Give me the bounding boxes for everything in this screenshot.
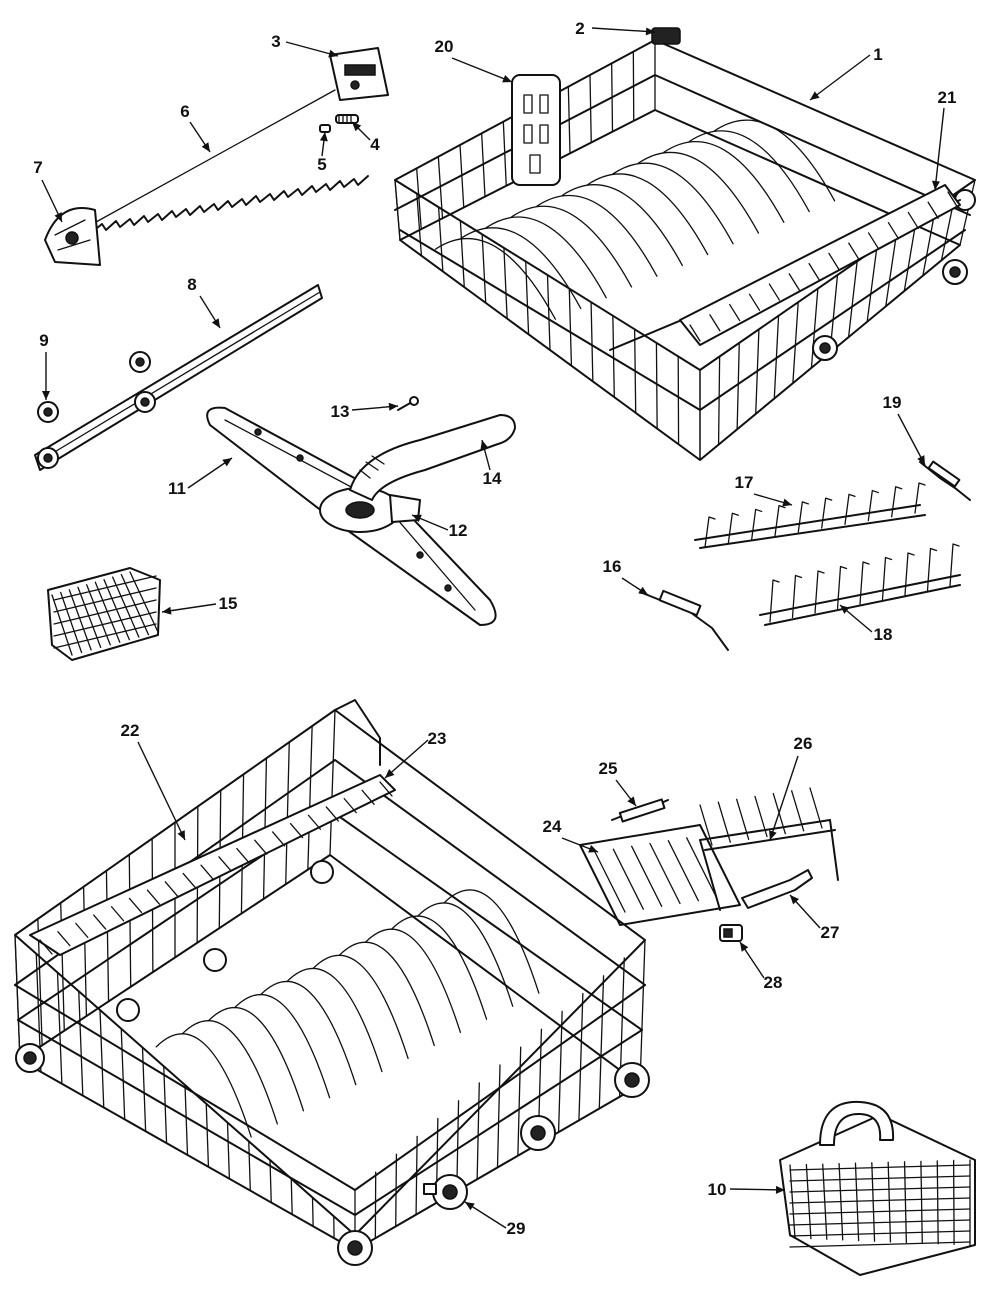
callout-16: 16 [603, 557, 622, 576]
callout-3: 3 [271, 32, 280, 51]
cup-shelf-23 [29, 774, 396, 956]
callout-27: 27 [821, 923, 840, 942]
roller-9 [37, 351, 156, 469]
callout-19: 19 [883, 393, 902, 412]
callout-17: 17 [735, 473, 754, 492]
rack-track-8 [34, 284, 323, 471]
adjuster-cap-7 [44, 207, 101, 266]
callout-1: 1 [873, 45, 882, 64]
callout-18: 18 [874, 625, 893, 644]
callout-20: 20 [435, 37, 454, 56]
tine-row-18 [759, 543, 961, 626]
spring-4 [335, 114, 359, 124]
silverware-basket-10 [779, 1100, 976, 1276]
callout-21: 21 [938, 88, 957, 107]
callout-14: 14 [483, 469, 502, 488]
callout-8: 8 [187, 275, 196, 294]
pin-5 [319, 124, 331, 133]
clip-25 [611, 798, 669, 823]
callout-25: 25 [599, 759, 618, 778]
leader-lines [41, 27, 945, 1229]
lower-rack [14, 699, 650, 1266]
rack-stop-3 [329, 47, 389, 101]
callout-28: 28 [764, 973, 783, 992]
fold-tines-26 [699, 787, 839, 911]
callout-29: 29 [507, 1219, 526, 1238]
callout-10: 10 [708, 1180, 727, 1199]
callout-2: 2 [575, 19, 584, 38]
latch-28 [719, 924, 743, 942]
callout-6: 6 [180, 102, 189, 121]
small-basket-15 [47, 567, 161, 661]
rack-clip-2 [651, 27, 681, 45]
callout-23: 23 [428, 729, 447, 748]
adjuster-strip-6 [91, 89, 369, 233]
callout-26: 26 [794, 734, 813, 753]
callout-24: 24 [543, 817, 562, 836]
clip-19 [919, 460, 971, 501]
callout-15: 15 [219, 594, 238, 613]
callout-22: 22 [121, 721, 140, 740]
callout-13: 13 [331, 402, 350, 421]
callout-11: 11 [168, 479, 186, 498]
fold-tines-24 [579, 824, 741, 926]
tine-row-17 [694, 482, 926, 549]
tine-clip-20 [511, 74, 561, 186]
clip-27 [741, 869, 813, 909]
supply-tube-14 [349, 414, 516, 501]
callout-4: 4 [370, 135, 380, 154]
cup-shelf-right [679, 184, 961, 346]
wheel-29 [423, 1174, 468, 1210]
clip-16 [639, 589, 729, 651]
callout-7: 7 [33, 158, 42, 177]
upper-rack [394, 27, 976, 461]
callout-9: 9 [39, 331, 48, 350]
callout-5: 5 [317, 155, 326, 174]
callout-labels: 1 2 3 4 5 6 7 8 9 10 11 12 13 14 15 16 1… [33, 19, 956, 1238]
callout-12: 12 [449, 521, 468, 540]
screw-13 [397, 396, 419, 411]
